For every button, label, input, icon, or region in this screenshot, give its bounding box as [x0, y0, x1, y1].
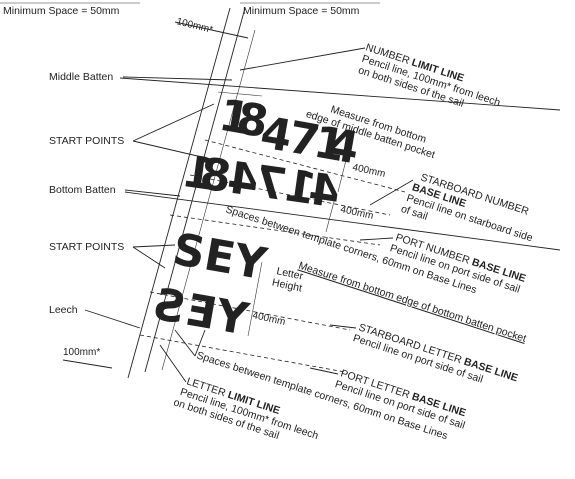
limit-line-inner — [144, 7, 246, 373]
port-letter-group: Y E S — [149, 279, 253, 346]
dim-100-bottom-line — [62, 359, 113, 369]
starboard-letter-base-line — [149, 291, 351, 331]
dim-400-3-label: 400mm — [251, 310, 286, 328]
dim-100-top-line — [174, 21, 249, 39]
letter-limit-leader — [159, 344, 187, 383]
spaces-leader-2a — [174, 329, 196, 357]
dim-400-1-line — [337, 151, 349, 193]
port-number-leader — [359, 237, 394, 241]
letter-height-line1: Letter — [275, 265, 304, 282]
number-limit-leader — [239, 47, 366, 71]
port-digit-6: 1 — [181, 146, 218, 201]
dim-400-2-label: 400mm — [339, 204, 374, 222]
middle-batten-line — [119, 77, 561, 111]
middle-batten-leader — [122, 76, 233, 81]
bottom-batten-line — [124, 191, 561, 251]
port-digit-3: 7 — [252, 156, 289, 211]
start-points-label-2: START POINTS — [49, 241, 124, 253]
bottom-batten-leader — [124, 189, 181, 197]
min-space-label-left: Minimum Space = 50mm — [3, 5, 120, 17]
bottom-batten-label: Bottom Batten — [49, 184, 116, 196]
port-number-base-line — [169, 214, 381, 246]
dim-100-bottom-label: 100mm* — [63, 347, 100, 358]
port-digit-4: 4 — [224, 152, 261, 207]
start-points-leader-1a — [132, 103, 215, 142]
start-points-leader-2a — [132, 244, 176, 248]
starboard-number-leader — [369, 179, 414, 206]
port-letter-3: S — [149, 279, 189, 335]
number-limit-annotation: NUMBER LIMIT LINE Pencil line, 100mm* fr… — [357, 41, 502, 109]
starboard-letter-leader — [329, 324, 357, 329]
dim-100-top-label: 100mm* — [175, 16, 214, 36]
port-digit-1: 4 — [306, 164, 343, 219]
port-letter-leader — [309, 367, 339, 375]
port-number-group: 4 1 7 4 8 1 — [181, 146, 343, 218]
dim-400-1-label: 400mm — [351, 162, 386, 180]
letter-height-dim-line — [247, 261, 263, 337]
leech-leader — [84, 309, 141, 329]
start-points-leader-2b — [132, 246, 166, 269]
starboard-letter-group: S E Y — [169, 224, 271, 291]
dim-400-2-line — [325, 193, 337, 233]
middle-batten-label: Middle Batten — [49, 71, 113, 83]
min-space-label-right: Minimum Space = 50mm — [243, 5, 360, 17]
port-digit-2: 1 — [282, 160, 319, 215]
start-points-leader-1b — [132, 140, 207, 159]
leech-label: Leech — [49, 304, 78, 316]
start-points-label-1: START POINTS — [49, 135, 124, 147]
middle-batten-pocket — [217, 91, 263, 97]
starboard-number-group: 1 8 4 7 1 4 — [215, 90, 363, 175]
leech-line — [127, 7, 231, 379]
spaces-leader-2b — [194, 329, 206, 357]
starboard-number-base-line — [189, 174, 391, 216]
